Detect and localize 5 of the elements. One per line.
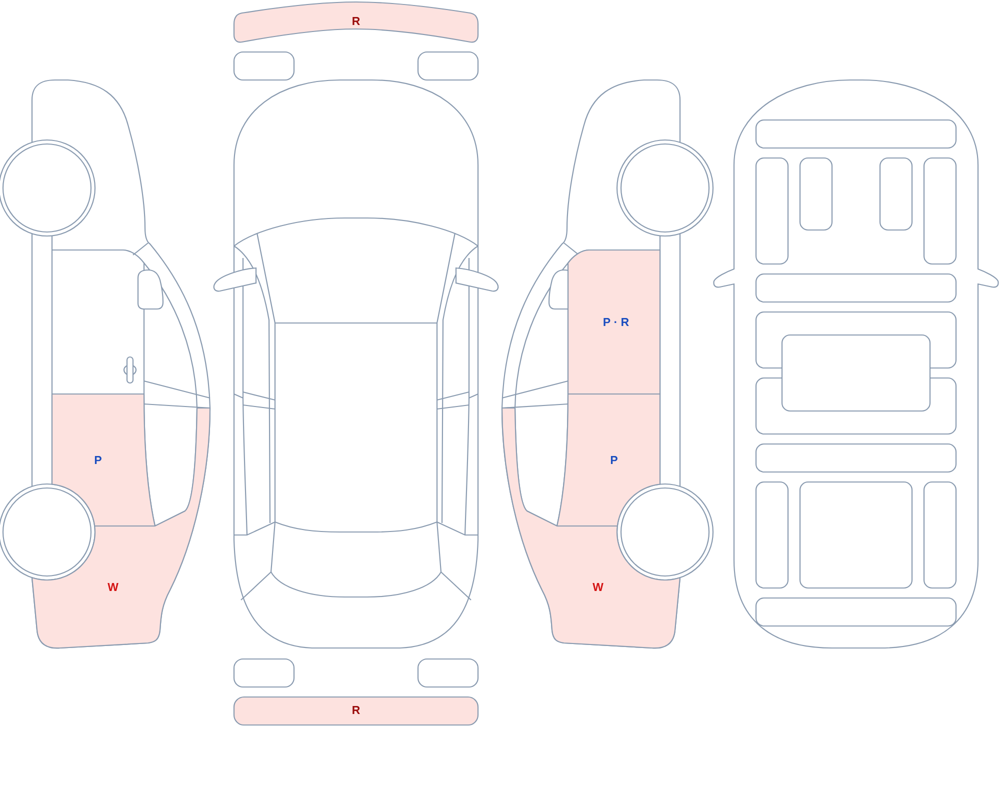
shaded-panel: P [51, 393, 156, 527]
shaded-panel: R [233, 1, 479, 43]
shaded-panel: P [556, 393, 661, 527]
shaded-panel: R [233, 696, 479, 726]
shaded-panel: P · R [567, 249, 661, 395]
